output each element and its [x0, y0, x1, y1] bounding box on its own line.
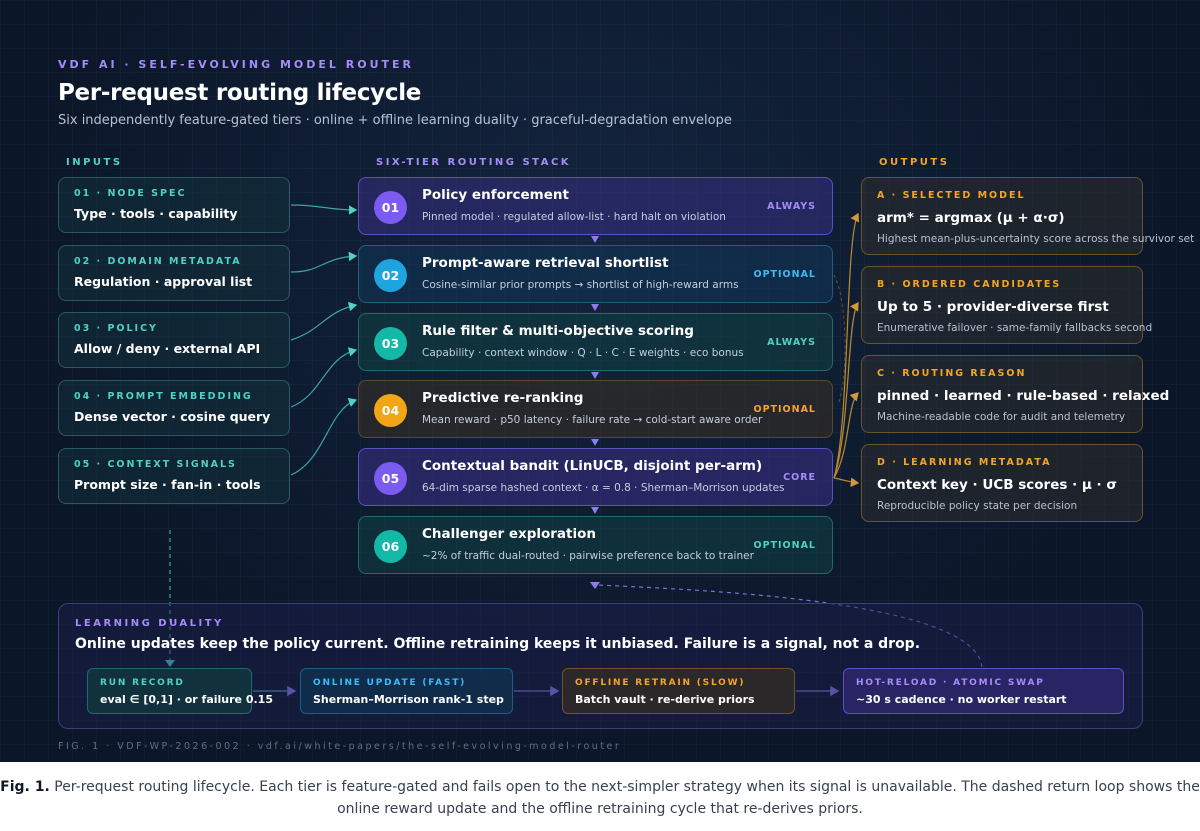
step-label: ONLINE UPDATE (FAST) [313, 678, 467, 688]
output-value: pinned · learned · rule-based · relaxed [877, 388, 1170, 404]
input-prompt-embedding: 04 · PROMPT EMBEDDING Dense vector · cos… [58, 380, 290, 436]
tier-number: 02 [374, 259, 407, 292]
learning-duality-statement: Online updates keep the policy current. … [75, 636, 921, 652]
tier-name: Predictive re-ranking [422, 390, 584, 406]
stack-heading: SIX-TIER ROUTING STACK [376, 157, 572, 168]
tier-name: Prompt-aware retrieval shortlist [422, 255, 669, 271]
tier-predictive-reranking: 04 Predictive re-ranking Mean reward · p… [358, 380, 833, 438]
output-description: Machine-readable code for audit and tele… [877, 411, 1126, 423]
input-node-spec: 01 · NODE SPEC Type · tools · capability [58, 177, 290, 233]
tier-badge: OPTIONAL [753, 540, 816, 551]
output-connector [833, 301, 859, 479]
input-label: 02 · DOMAIN METADATA [74, 256, 242, 267]
output-description: Reproducible policy state per decision [877, 500, 1078, 512]
input-value: Prompt size · fan-in · tools [74, 477, 261, 492]
step-value: ~30 s cadence · no worker restart [856, 693, 1067, 706]
tier-number: 04 [374, 394, 407, 427]
input-domain-metadata: 02 · DOMAIN METADATA Regulation · approv… [58, 245, 290, 301]
connector-lines [165, 204, 983, 697]
output-ordered-candidates: B · ORDERED CANDIDATES Up to 5 · provide… [861, 266, 1153, 344]
caption-text: Per-request routing lifecycle. Each tier… [54, 779, 1200, 817]
output-value: Up to 5 · provider-diverse first [877, 299, 1109, 315]
tier-number: 06 [374, 530, 407, 563]
diagram-title: Per-request routing lifecycle [58, 80, 422, 106]
step-label: HOT-RELOAD · ATOMIC SWAP [856, 678, 1045, 688]
step-value: Batch vault · re-derive priors [575, 693, 755, 706]
tier-contextual-bandit: 05 Contextual bandit (LinUCB, disjoint p… [358, 448, 833, 506]
diagram-subtitle: Six independently feature-gated tiers · … [58, 113, 732, 128]
diagram-panel: VDF AI · SELF-EVOLVING MODEL ROUTER Per-… [0, 0, 1200, 762]
tier-challenger-exploration: 06 Challenger exploration ~2% of traffic… [358, 516, 833, 574]
tier-description: 64-dim sparse hashed context · α = 0.8 ·… [422, 482, 785, 494]
tier-description: Pinned model · regulated allow-list · ha… [422, 211, 726, 223]
step-online-update: ONLINE UPDATE (FAST) Sherman–Morrison ra… [300, 668, 513, 714]
tier-name: Contextual bandit (LinUCB, disjoint per-… [422, 458, 763, 474]
tier-description: Mean reward · p50 latency · failure rate… [422, 414, 763, 426]
figure-label: FIG. 1 · VDF-WP-2026-002 · vdf.ai/white-… [58, 741, 622, 752]
input-connector [290, 347, 358, 408]
output-label: D · LEARNING METADATA [877, 457, 1052, 468]
step-offline-retrain: OFFLINE RETRAIN (SLOW) Batch vault · re-… [562, 668, 795, 714]
tier-number: 05 [374, 462, 407, 495]
tier-badge: CORE [783, 472, 816, 483]
tier-rule-filter: 03 Rule filter & multi-objective scoring… [358, 313, 833, 371]
tier-name: Challenger exploration [422, 526, 596, 542]
input-value: Dense vector · cosine query [74, 409, 271, 424]
input-value: Type · tools · capability [74, 206, 238, 221]
tier-badge: OPTIONAL [753, 269, 816, 280]
output-learning-metadata: D · LEARNING METADATA Context key · UCB … [861, 444, 1143, 522]
outputs-heading: OUTPUTS [879, 157, 950, 168]
input-label: 03 · POLICY [74, 323, 158, 334]
tier-description: ~2% of traffic dual-routed · pairwise pr… [422, 550, 754, 562]
output-connector [833, 212, 860, 479]
tier-description: Cosine-similar prior prompts → shortlist… [422, 279, 739, 291]
figure-caption: Fig. 1. Per-request routing lifecycle. E… [0, 776, 1200, 820]
tier-name: Rule filter & multi-objective scoring [422, 323, 694, 339]
dashed-return-loop [597, 584, 983, 668]
tier-badge: OPTIONAL [753, 404, 816, 415]
tier-badge: ALWAYS [767, 337, 816, 348]
output-value: Context key · UCB scores · μ · σ [877, 477, 1117, 493]
input-value: Allow / deny · external API [74, 341, 261, 356]
output-label: A · SELECTED MODEL [877, 190, 1026, 201]
input-connector [290, 251, 358, 273]
learning-duality-label: LEARNING DUALITY [75, 618, 224, 629]
output-description: Highest mean-plus-uncertainty score acro… [877, 233, 1195, 245]
caption-prefix: Fig. 1. [0, 779, 50, 795]
tier-policy-enforcement: 01 Policy enforcement Pinned model · reg… [358, 177, 833, 235]
output-selected-model: A · SELECTED MODEL arm* = argmax (μ + α·… [861, 177, 1195, 255]
eyebrow: VDF AI · SELF-EVOLVING MODEL ROUTER [58, 58, 414, 71]
input-connector [290, 397, 358, 476]
output-value: arm* = argmax (μ + α·σ) [877, 210, 1065, 226]
input-policy: 03 · POLICY Allow / deny · external API [58, 312, 290, 368]
output-description: Enumerative failover · same-family fallb… [877, 322, 1153, 334]
output-connector [833, 477, 860, 488]
tier-flow-arrows [591, 236, 599, 514]
tier-number: 01 [374, 191, 407, 224]
input-connector [290, 301, 358, 341]
dashed-tier-link [833, 274, 846, 406]
step-run-record: RUN RECORD eval ∈ [0,1] · or failure 0.1… [87, 668, 273, 714]
input-label: 04 · PROMPT EMBEDDING [74, 391, 253, 402]
step-label: RUN RECORD [100, 678, 185, 688]
output-routing-reason: C · ROUTING REASON pinned · learned · ru… [861, 355, 1170, 433]
input-context-signals: 05 · CONTEXT SIGNALS Prompt size · fan-i… [58, 448, 290, 504]
output-label: C · ROUTING REASON [877, 368, 1027, 379]
tier-description: Capability · context window · Q · L · C … [422, 347, 744, 359]
output-label: B · ORDERED CANDIDATES [877, 279, 1062, 290]
input-value: Regulation · approval list [74, 274, 253, 289]
input-label: 05 · CONTEXT SIGNALS [74, 459, 237, 470]
step-value: eval ∈ [0,1] · or failure 0.15 [100, 693, 273, 706]
step-label: OFFLINE RETRAIN (SLOW) [575, 678, 746, 688]
input-label: 01 · NODE SPEC [74, 188, 187, 199]
tier-badge: ALWAYS [767, 201, 816, 212]
step-hot-reload: HOT-RELOAD · ATOMIC SWAP ~30 s cadence ·… [843, 668, 1124, 714]
inputs-heading: INPUTS [66, 157, 123, 168]
tier-number: 03 [374, 327, 407, 360]
input-connector [290, 204, 358, 215]
step-value: Sherman–Morrison rank-1 step [313, 693, 504, 706]
tier-retrieval-shortlist: 02 Prompt-aware retrieval shortlist Cosi… [358, 245, 833, 303]
output-connector [833, 392, 859, 479]
tier-name: Policy enforcement [422, 187, 569, 203]
